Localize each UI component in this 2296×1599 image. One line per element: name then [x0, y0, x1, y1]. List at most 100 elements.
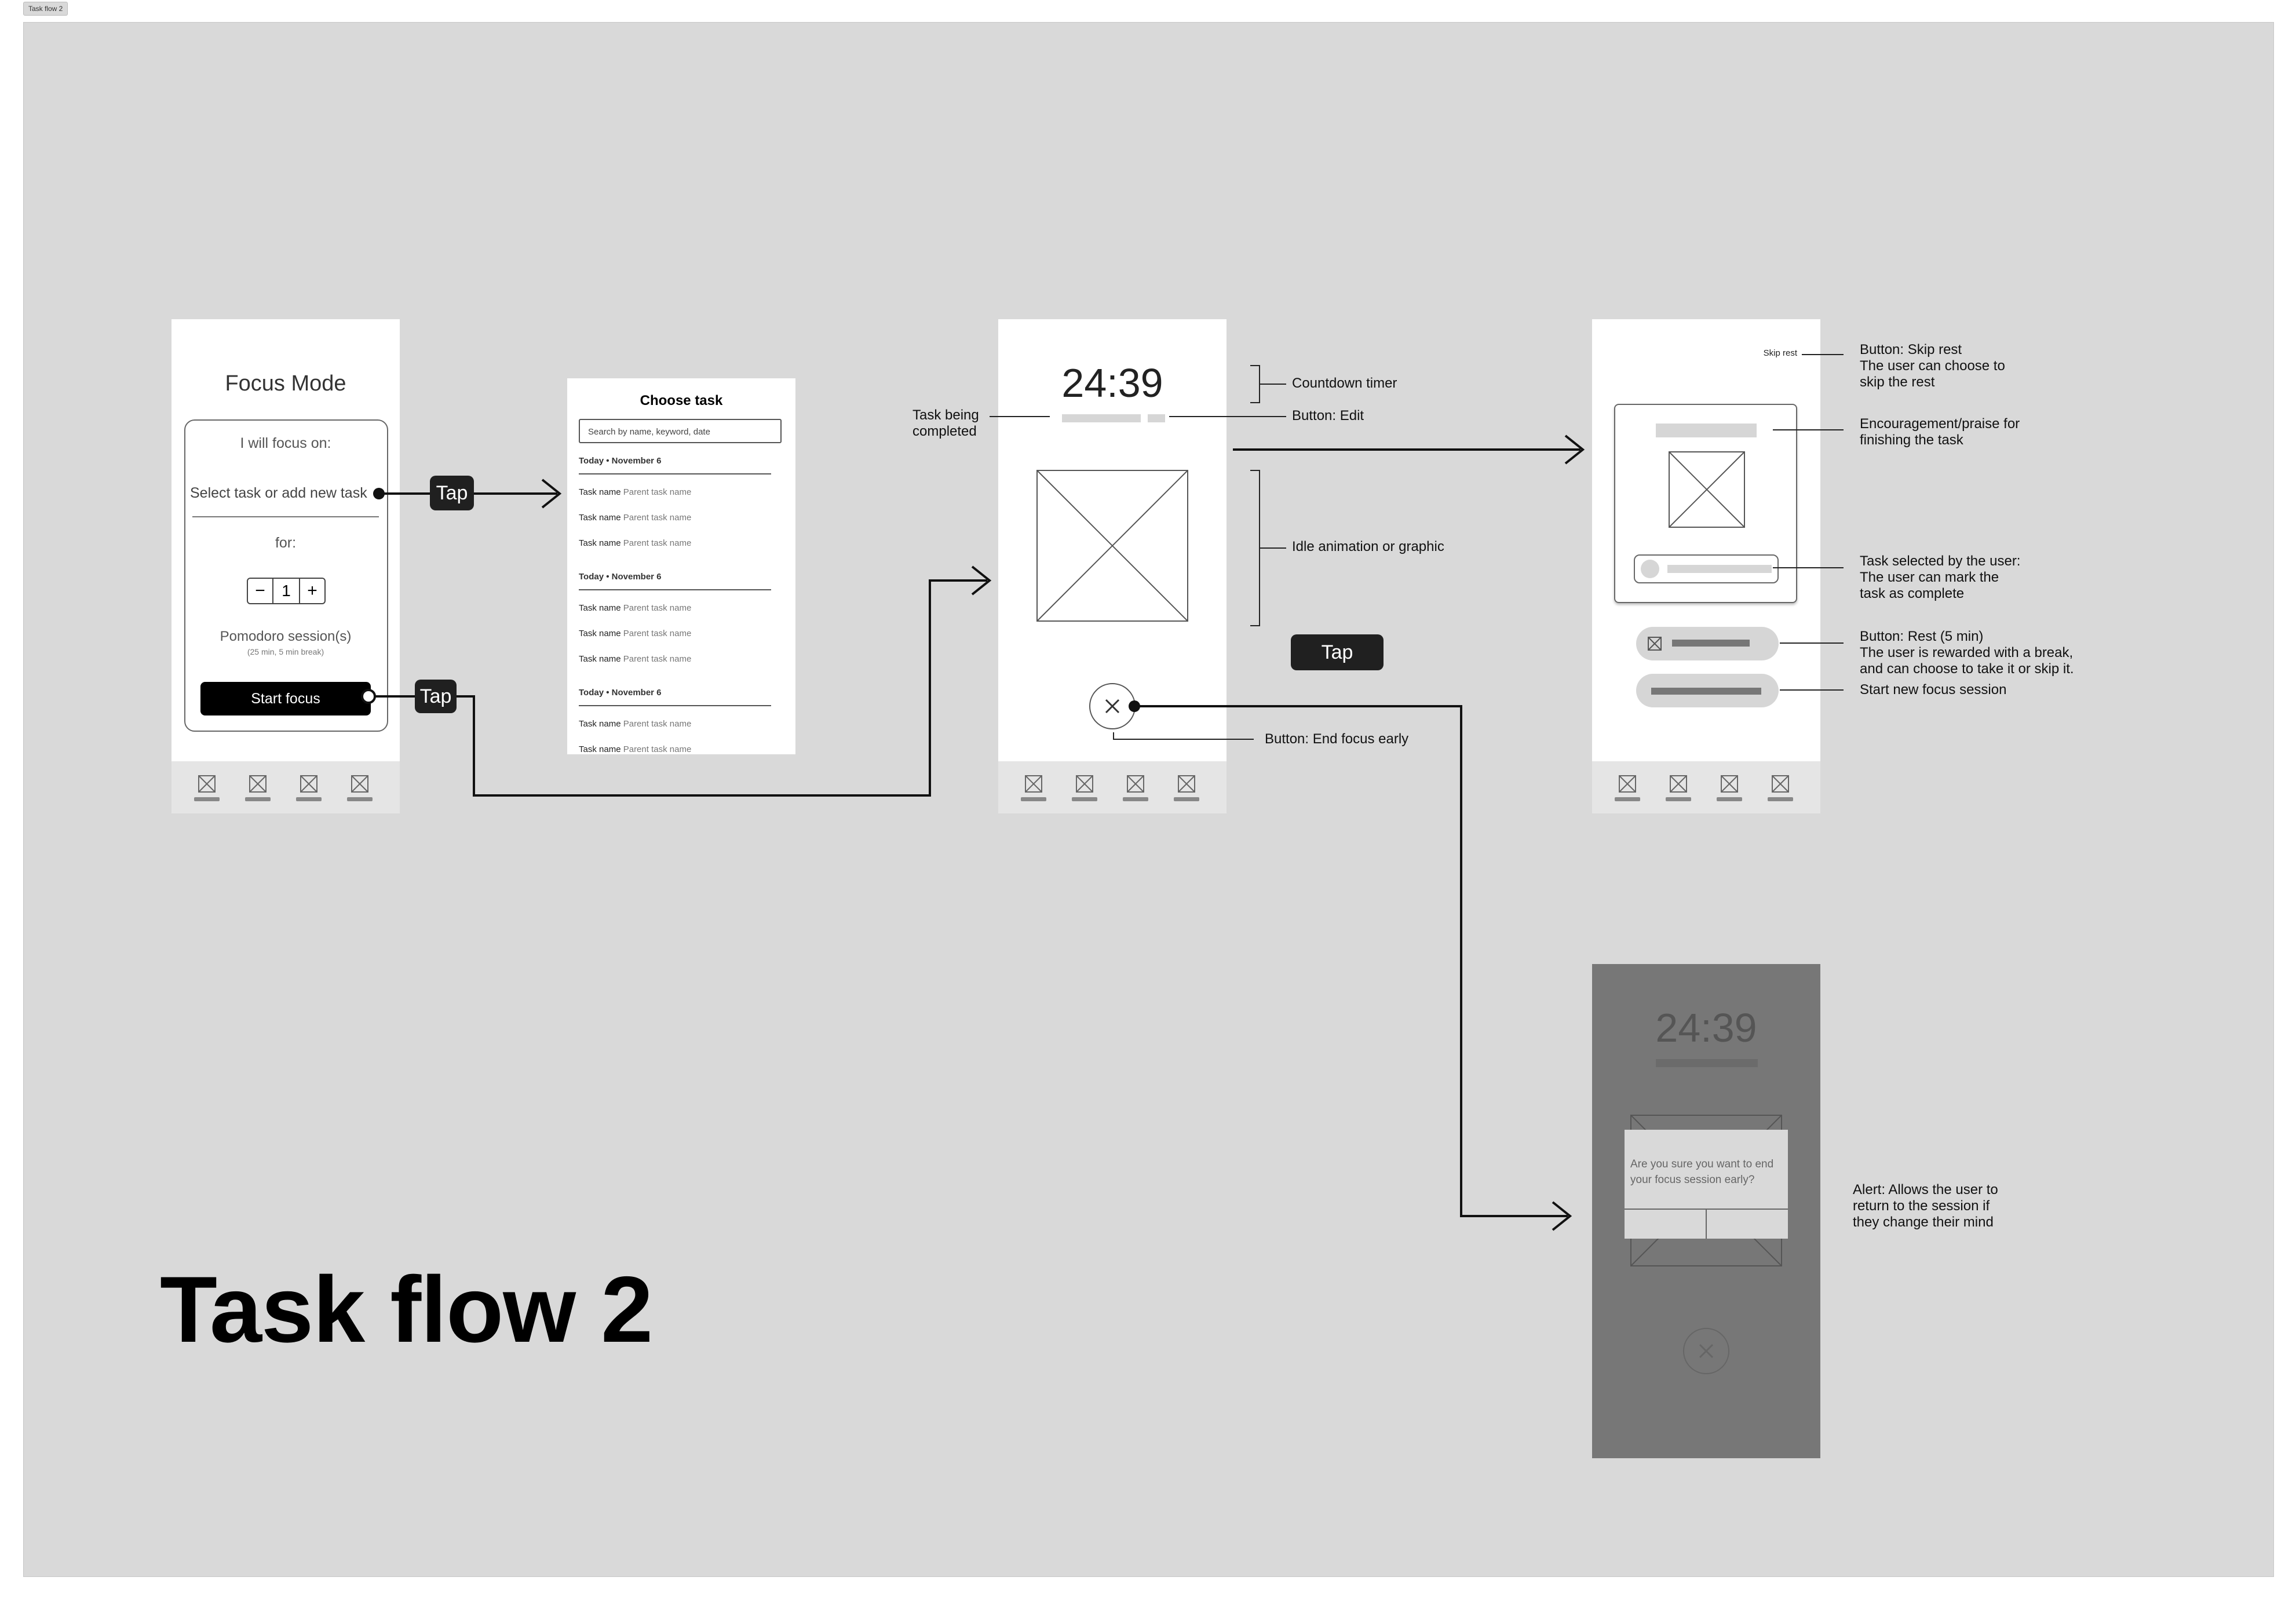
nav-underline: [1768, 797, 1793, 801]
session-stepper: − 1 +: [247, 578, 326, 604]
dimmed-countdown-timer: 24:39: [1655, 1005, 1757, 1050]
annotation-countdown-timer: Countdown timer: [1292, 375, 1397, 391]
nav-placeholder-icon[interactable]: [1670, 775, 1687, 793]
annotation-new-session: Start new focus session: [1860, 682, 2007, 698]
annotation-line: [1113, 732, 1254, 740]
tap-badge: Tap: [430, 476, 474, 510]
annotation-task-being-completed: Task being completed: [912, 407, 979, 439]
bottom-nav: [998, 761, 1227, 813]
nav-underline: [1615, 797, 1640, 801]
stepper-value: 1: [282, 582, 291, 600]
nav-underline: [194, 797, 220, 801]
selected-task-row[interactable]: [1634, 554, 1779, 583]
connector-line: [457, 579, 987, 797]
task-name-bar: [1062, 414, 1141, 422]
annotation-task-selected: Task selected by the user: The user can …: [1860, 553, 2021, 601]
sessions-label: Pomodoro session(s): [220, 629, 352, 644]
nav-underline: [1174, 797, 1199, 801]
tap-badge: Tap: [1291, 634, 1384, 670]
nav-placeholder-icon[interactable]: [1772, 775, 1789, 793]
task-name: Task name: [579, 654, 621, 664]
annotation-end-focus-early: Button: End focus early: [1265, 731, 1409, 747]
field-underline: [192, 516, 379, 517]
task-date-header: Today • November 6: [579, 572, 662, 582]
start-focus-button[interactable]: Start focus: [200, 682, 371, 715]
parent-task-name: Parent task name: [623, 629, 692, 638]
nav-underline: [1666, 797, 1691, 801]
nav-placeholder-icon[interactable]: [1619, 775, 1636, 793]
task-date-header: Today • November 6: [579, 456, 662, 466]
bottom-nav: [171, 761, 400, 813]
nav-placeholder-icon[interactable]: [198, 775, 216, 793]
arrow-head: [1552, 1201, 1572, 1231]
task-list-item[interactable]: Task name Parent task name: [579, 513, 691, 523]
nav-placeholder-icon[interactable]: [1076, 775, 1093, 793]
task-list-item[interactable]: Task name Parent task name: [579, 487, 691, 497]
flow-title: Task flow 2: [160, 1257, 653, 1362]
end-focus-early-button[interactable]: [1089, 682, 1136, 730]
task-search-input[interactable]: Search by name, keyword, date: [579, 419, 782, 443]
section-divider: [579, 473, 771, 474]
screen-title: Choose task: [640, 393, 723, 408]
skip-rest-button[interactable]: Skip rest: [1763, 348, 1797, 358]
task-name: Task name: [579, 603, 621, 613]
connector-dot: [361, 689, 376, 704]
section-divider: [579, 589, 771, 590]
choose-task-screen: Choose task Search by name, keyword, dat…: [567, 378, 795, 754]
rest-icon: [1648, 637, 1662, 651]
session-complete-screen: Skip rest: [1592, 319, 1820, 813]
tap-badge: Tap: [415, 680, 457, 713]
idle-animation-placeholder: [1036, 470, 1188, 622]
sessions-sublabel: (25 min, 5 min break): [247, 647, 324, 656]
parent-task-name: Parent task name: [623, 744, 692, 754]
focus-mode-screen: Focus Mode I will focus on: Select task …: [171, 319, 400, 813]
nav-placeholder-icon[interactable]: [1721, 775, 1738, 793]
nav-placeholder-icon[interactable]: [1127, 775, 1144, 793]
parent-task-name: Parent task name: [623, 538, 692, 548]
task-list-item[interactable]: Task name Parent task name: [579, 744, 691, 754]
alert-cancel-button[interactable]: [1625, 1210, 1707, 1239]
parent-task-name: Parent task name: [623, 487, 692, 497]
praise-text-bar: [1656, 424, 1757, 437]
parent-task-name: Parent task name: [623, 513, 692, 523]
annotation-alert: Alert: Allows the user to return to the …: [1853, 1182, 1998, 1230]
task-name: Task name: [579, 538, 621, 548]
arrow-head: [1564, 435, 1585, 465]
nav-placeholder-icon[interactable]: [1178, 775, 1195, 793]
nav-underline: [296, 797, 322, 801]
task-select-field[interactable]: Select task or add new task: [190, 485, 367, 501]
annotation-skip-rest: Button: Skip rest The user can choose to…: [1860, 342, 2005, 390]
nav-underline: [1123, 797, 1148, 801]
praise-graphic-placeholder: [1669, 451, 1745, 528]
nav-placeholder-icon[interactable]: [351, 775, 368, 793]
nav-placeholder-icon[interactable]: [249, 775, 267, 793]
task-list-item[interactable]: Task name Parent task name: [579, 629, 691, 638]
section-divider: [579, 705, 771, 706]
arrow-head: [971, 565, 992, 596]
screen-title: Focus Mode: [225, 371, 346, 396]
dimmed-task-bar: [1656, 1059, 1758, 1067]
task-list-item[interactable]: Task name Parent task name: [579, 538, 691, 548]
edit-button[interactable]: [1148, 414, 1165, 422]
task-list-item[interactable]: Task name Parent task name: [579, 719, 691, 729]
task-list-item[interactable]: Task name Parent task name: [579, 603, 691, 613]
nav-placeholder-icon[interactable]: [1025, 775, 1042, 793]
alert-message: Are you sure you want to end your focus …: [1630, 1158, 1774, 1186]
parent-task-name: Parent task name: [623, 719, 692, 729]
nav-underline: [245, 797, 271, 801]
end-early-alert-screen: 24:39 Are you sure you want to end your …: [1592, 964, 1820, 1458]
task-list-item[interactable]: Task name Parent task name: [579, 654, 691, 664]
frame-tab-label[interactable]: Task flow 2: [23, 2, 68, 16]
nav-underline: [347, 797, 373, 801]
annotation-bracket: [1250, 470, 1260, 626]
task-name: Task name: [579, 513, 621, 523]
connector-dot: [1129, 700, 1140, 712]
stepper-plus-button[interactable]: +: [299, 579, 324, 603]
nav-placeholder-icon[interactable]: [300, 775, 317, 793]
task-complete-checkbox[interactable]: [1641, 560, 1659, 578]
connector-dot: [373, 488, 385, 499]
stepper-minus-button[interactable]: −: [248, 579, 273, 603]
praise-card: [1614, 404, 1797, 603]
bottom-nav: [1592, 761, 1820, 813]
